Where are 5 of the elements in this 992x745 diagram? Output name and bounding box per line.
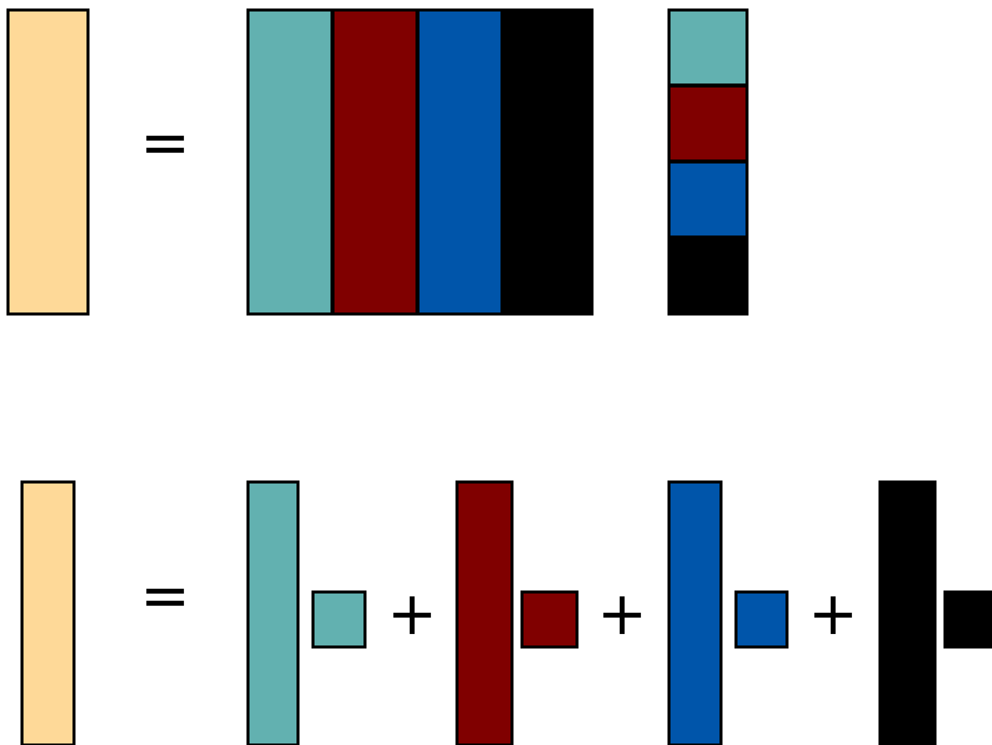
plus-sign: + bbox=[808, 584, 858, 644]
plus-sign: + bbox=[597, 584, 648, 644]
equals-sign: = bbox=[140, 113, 190, 173]
plus-sign: + bbox=[387, 584, 438, 644]
equals-sign: = bbox=[140, 566, 190, 626]
